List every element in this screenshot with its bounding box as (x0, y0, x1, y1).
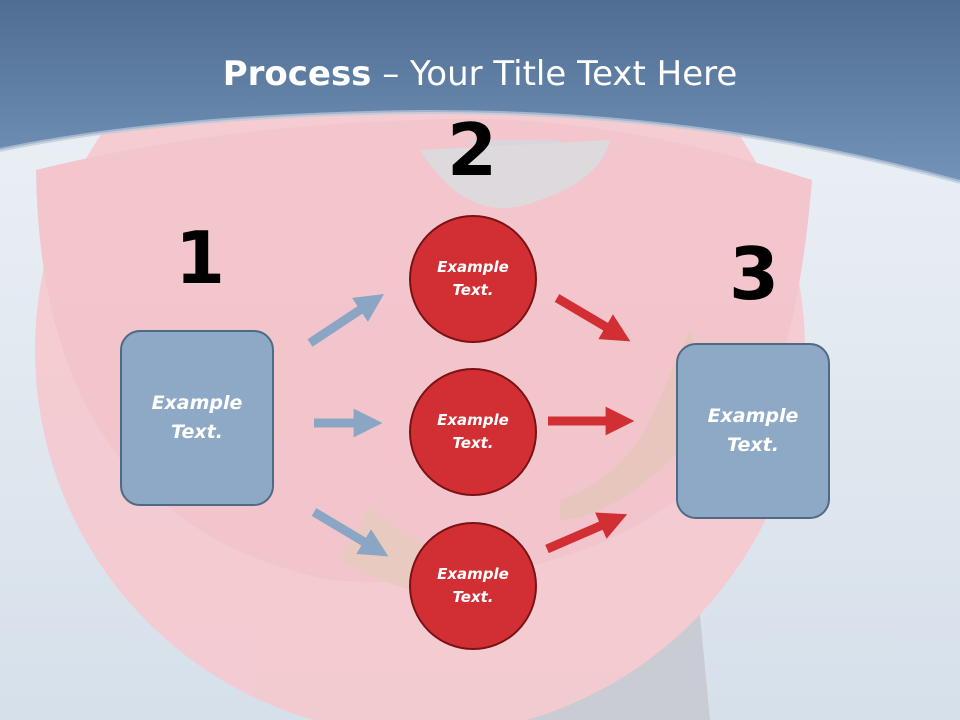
step-2-label-bottom: Example Text. (437, 565, 509, 606)
step-1-label: Example Text. (151, 392, 243, 443)
step-2-circle-bottom: Example Text. (409, 522, 537, 650)
title-rest: – Your Title Text Here (371, 54, 738, 94)
step-number-2: 2 (446, 108, 498, 192)
step-2-label-top: Example Text. (437, 258, 509, 299)
step-2-circle-middle: Example Text. (409, 368, 537, 496)
title-bold-part: Process (222, 54, 372, 94)
step-3-box: Example Text. (676, 343, 830, 519)
arrow-from-top-circle (554, 294, 631, 342)
step-2-label-middle: Example Text. (437, 411, 509, 452)
step-number-3: 3 (728, 232, 780, 316)
step-1-box: Example Text. (120, 330, 274, 506)
background-figure (35, 0, 812, 720)
arrow-to-bottom-circle (311, 508, 389, 557)
arrow-to-top-circle (307, 294, 385, 347)
slide-title: Process – Your Title Text Here (0, 52, 960, 96)
arrow-from-bottom-circle (545, 512, 628, 554)
step-3-label: Example Text. (707, 405, 799, 456)
step-number-1: 1 (174, 216, 226, 300)
step-2-circle-top: Example Text. (409, 215, 537, 343)
